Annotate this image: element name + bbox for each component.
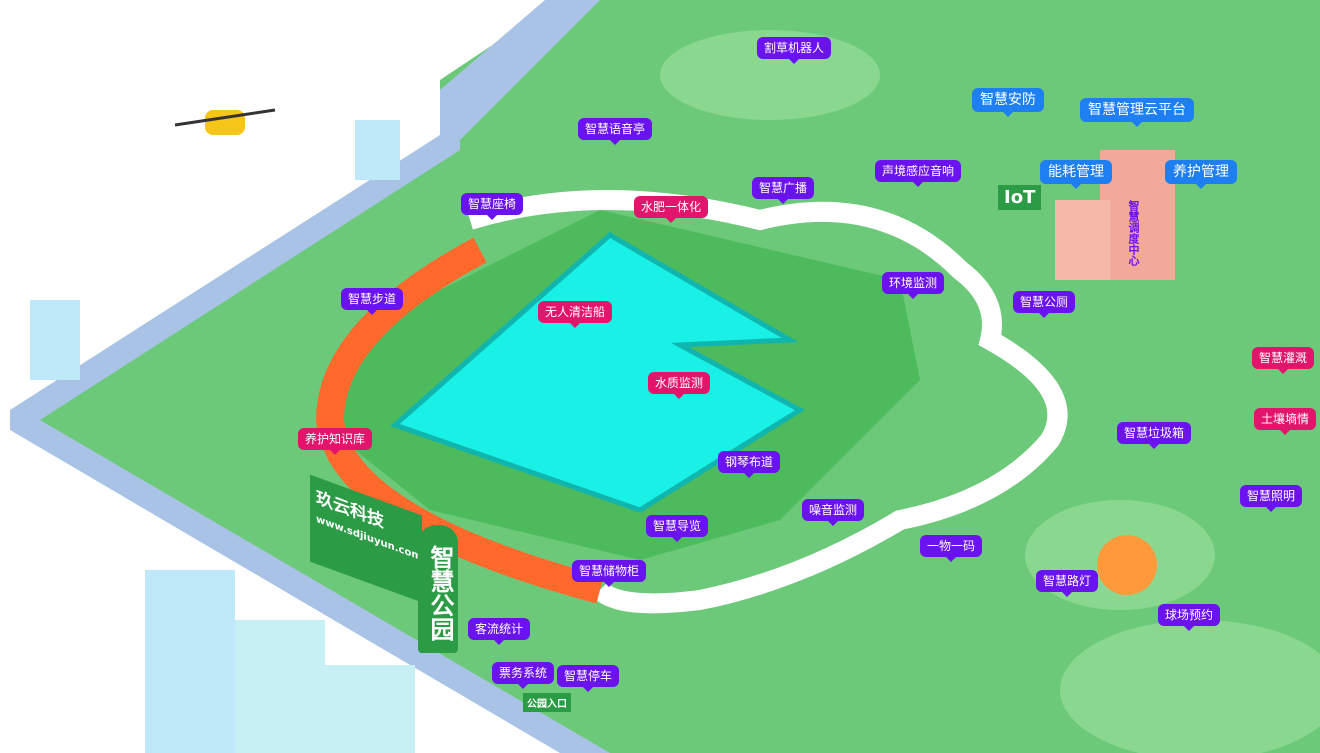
feature-label[interactable]: 养护知识库: [298, 428, 373, 455]
white-walkway: [467, 190, 1068, 614]
pond: [390, 231, 805, 513]
feature-label[interactable]: 球场预约: [1158, 604, 1221, 631]
court-lawn: [1060, 620, 1320, 753]
feature-label[interactable]: 智慧照明: [1240, 485, 1303, 512]
feature-label[interactable]: 客流统计: [468, 618, 531, 645]
feature-label[interactable]: 智慧导览: [646, 515, 709, 542]
feature-label[interactable]: 噪音监测: [802, 499, 865, 526]
feature-label[interactable]: 智慧垃圾箱: [1117, 422, 1192, 449]
iot-sign: IoT: [998, 185, 1042, 210]
park-name-sign: 智慧公园: [418, 525, 458, 653]
feature-label[interactable]: 智慧座椅: [461, 193, 524, 220]
feature-label[interactable]: 能耗管理: [1040, 160, 1112, 189]
feature-label[interactable]: 养护管理: [1165, 160, 1237, 189]
feature-label[interactable]: 智慧广播: [752, 177, 815, 204]
feature-label[interactable]: 无人清洁船: [538, 301, 613, 328]
road: [10, 0, 610, 753]
building-c: [235, 620, 325, 753]
feature-label[interactable]: 智慧步道: [341, 288, 404, 315]
building-e: [355, 120, 400, 180]
entrance-sign: 公园入口: [523, 693, 571, 712]
feature-label[interactable]: 割草机器人: [757, 37, 832, 64]
feature-label[interactable]: 水质监测: [648, 372, 711, 399]
building-d: [325, 665, 415, 753]
fountain: [1097, 535, 1157, 595]
feature-label[interactable]: 智慧语音亭: [578, 118, 653, 145]
feature-label[interactable]: 智慧管理云平台: [1080, 98, 1194, 127]
feature-label[interactable]: 声境感应音响: [875, 160, 962, 187]
feature-label[interactable]: 土壤墒情: [1254, 408, 1317, 435]
feature-label[interactable]: 智慧储物柜: [572, 560, 647, 587]
feature-label[interactable]: 智慧灌溉: [1252, 347, 1315, 374]
feature-label[interactable]: 一物一码: [920, 535, 983, 562]
feature-label[interactable]: 水肥一体化: [634, 196, 709, 223]
drone-icon: [174, 108, 276, 135]
dispatch-center-sign: 智慧调度中心: [1127, 200, 1140, 266]
feature-label[interactable]: 环境监测: [882, 272, 945, 299]
building-a: [30, 300, 80, 380]
feature-label[interactable]: 智慧公厕: [1013, 291, 1076, 318]
feature-label[interactable]: 票务系统: [492, 662, 555, 689]
feature-label[interactable]: 钢琴布道: [718, 451, 781, 478]
feature-label[interactable]: 智慧停车: [557, 665, 620, 692]
feature-label[interactable]: 智慧路灯: [1036, 570, 1099, 597]
feature-label[interactable]: 智慧安防: [972, 88, 1044, 117]
dispatch-center-wing: [1055, 200, 1110, 280]
building-b: [145, 570, 235, 753]
dispatch-center-building: [1100, 150, 1175, 280]
